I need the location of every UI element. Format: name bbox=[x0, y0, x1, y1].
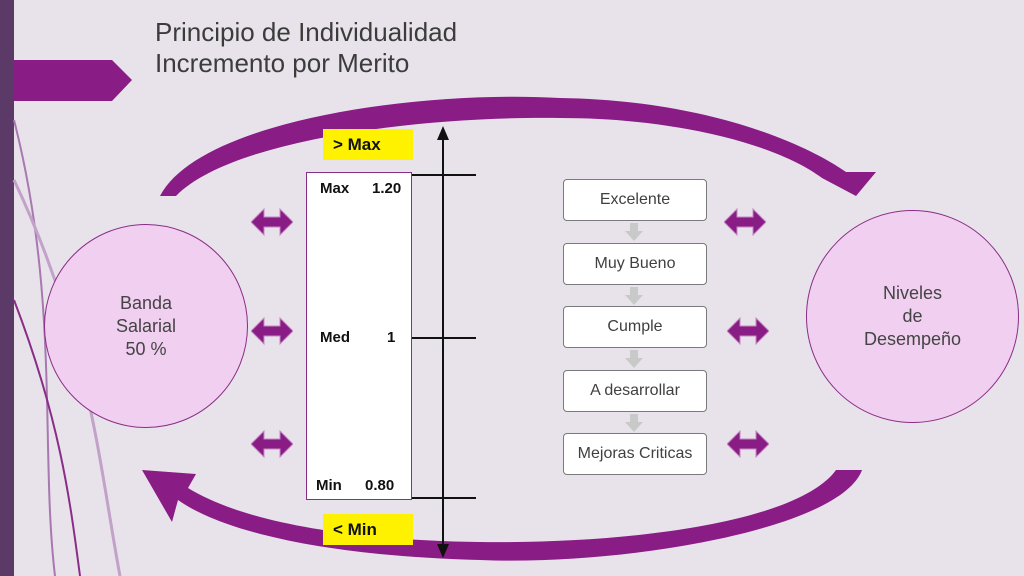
level-a-desarrollar: A desarrollar bbox=[563, 370, 707, 412]
double-arrow-icon bbox=[727, 317, 769, 345]
double-arrow-icon bbox=[727, 430, 769, 458]
bottom-curved-arrow bbox=[142, 470, 862, 561]
niveles-line-2: de bbox=[902, 306, 923, 326]
salary-band-box bbox=[306, 172, 412, 500]
med-value: 1 bbox=[387, 329, 396, 346]
niveles-desempeno-circle: Niveles de Desempeño bbox=[806, 210, 1019, 423]
banda-line-3: 50 % bbox=[125, 338, 167, 359]
level-muy-bueno: Muy Bueno bbox=[563, 243, 707, 285]
level-mejoras-criticas: Mejoras Criticas bbox=[563, 433, 707, 475]
double-arrow-icon bbox=[251, 208, 293, 236]
max-value: 1.20 bbox=[372, 180, 402, 197]
double-arrow-icon bbox=[724, 208, 766, 236]
top-curved-arrow bbox=[160, 96, 876, 196]
down-arrow-icon bbox=[625, 287, 643, 305]
title-line-2: Incremento por Merito bbox=[155, 48, 410, 78]
double-arrow-icon bbox=[251, 317, 293, 345]
left-sidebar-bar bbox=[0, 0, 14, 576]
niveles-line-3: Desempeño bbox=[863, 329, 962, 349]
banda-salarial-circle: Banda Salarial 50 % bbox=[44, 224, 248, 428]
max-label: Max bbox=[320, 180, 350, 197]
banda-line-2: Salarial bbox=[115, 315, 177, 336]
level-excelente: Excelente bbox=[563, 179, 707, 221]
down-arrow-icon bbox=[625, 350, 643, 368]
slide-title: Principio de Individualidad Incremento p… bbox=[155, 17, 457, 79]
min-value: 0.80 bbox=[365, 477, 395, 494]
above-max-label: > Max bbox=[323, 129, 413, 160]
med-label: Med bbox=[320, 329, 350, 346]
down-arrow-icon bbox=[625, 223, 643, 241]
title-line-1: Principio de Individualidad bbox=[155, 17, 458, 47]
level-cumple: Cumple bbox=[563, 306, 707, 348]
double-arrow-icon bbox=[251, 430, 293, 458]
down-arrow-icon bbox=[625, 414, 643, 432]
niveles-line-1: Niveles bbox=[882, 283, 943, 303]
banda-line-1: Banda bbox=[119, 292, 173, 313]
min-label: Min bbox=[316, 477, 342, 494]
below-min-label: < Min bbox=[323, 514, 413, 545]
